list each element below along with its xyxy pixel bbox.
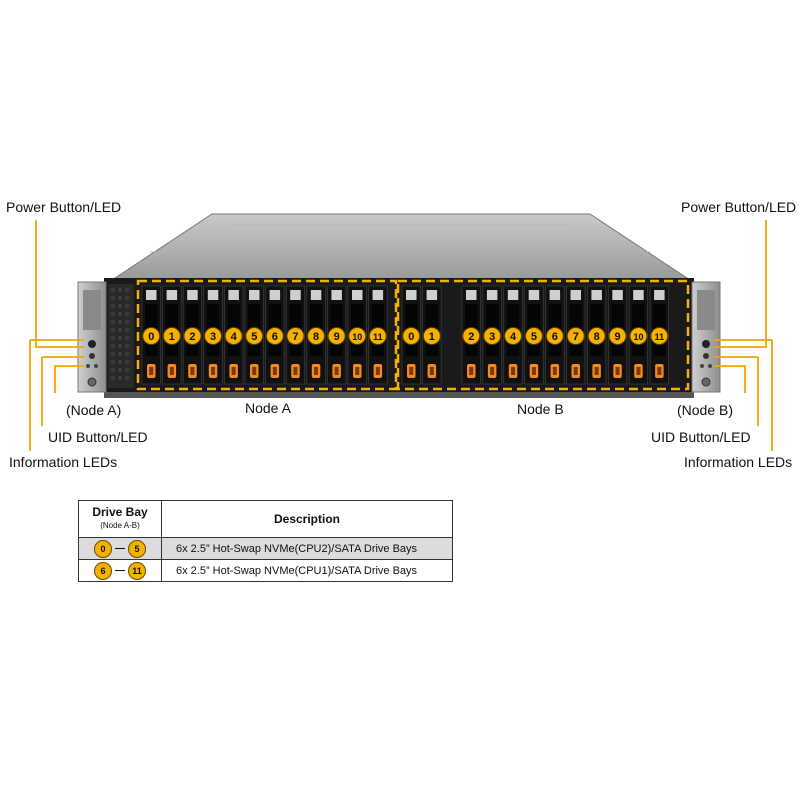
- bay-number-badge: 3: [204, 327, 223, 345]
- bay-number-badge: 11: [368, 327, 387, 345]
- table-header-description: Description: [161, 500, 453, 538]
- chassis-top-cover: [110, 213, 692, 281]
- right-uid-button-icon: [703, 353, 709, 359]
- left-rack-ear: [77, 281, 107, 393]
- bay-number-text: 1: [169, 331, 175, 343]
- bay-number-badge: 9: [608, 327, 627, 345]
- node-b-outline: [396, 279, 690, 391]
- bay-number-badge: 5: [524, 327, 543, 345]
- table-header-drive-bay: Drive Bay (Node A-B): [78, 500, 162, 538]
- description-cell: 6x 2.5” Hot-Swap NVMe(CPU1)/SATA Drive B…: [161, 559, 453, 582]
- bay-number-text: 2: [189, 331, 195, 343]
- left-power-label: Power Button/LED: [6, 199, 122, 215]
- left-power-button-icon: [88, 340, 96, 348]
- bay-badge-from: 0: [94, 539, 112, 558]
- bay-number-badge: 0: [402, 327, 421, 345]
- bay-number-text: 7: [292, 331, 298, 343]
- bay-number-badge: 5: [245, 327, 264, 345]
- description-cell: 6x 2.5” Hot-Swap NVMe(CPU2)/SATA Drive B…: [161, 537, 453, 560]
- server-chassis-illustration: 0 1 2 3 4 5 6 7 8 9 10 11 0 1 2 3 4 5 6 7 8 9 10 11: [29, 213, 773, 451]
- bay-number-badge: 1: [162, 327, 181, 345]
- bay-number-badge: 1: [422, 327, 441, 345]
- bay-number-text: 8: [594, 331, 600, 343]
- bay-number-text: 3: [210, 331, 216, 343]
- bay-number-badge: 8: [587, 327, 606, 345]
- bay-number-text: 4: [231, 331, 238, 343]
- bay-badge-to: 5: [128, 539, 146, 558]
- right-power-button-icon: [702, 340, 710, 348]
- right-info-label: Information LEDs: [684, 454, 793, 470]
- bay-number-badge: 3: [483, 327, 502, 345]
- table-row: 6 11 6x 2.5” Hot-Swap NVMe(CPU1)/SATA Dr…: [78, 559, 453, 582]
- left-leader-lines: [29, 220, 84, 451]
- left-info-label: Information LEDs: [9, 454, 118, 470]
- right-leader-lines: [714, 220, 773, 451]
- node-b-label: Node B: [517, 401, 564, 417]
- bay-number-text: 9: [614, 331, 620, 343]
- bay-number-badge: 2: [462, 327, 481, 345]
- drive-bay-table: Drive Bay (Node A-B) Description 0 5 6x …: [78, 500, 453, 582]
- bay-number-badge: 4: [224, 327, 243, 345]
- bay-number-text: 9: [334, 331, 340, 343]
- node-a-outline: [136, 279, 398, 391]
- bay-number-text: 4: [510, 331, 517, 343]
- bay-number-badge: 7: [566, 327, 585, 345]
- left-vent-grille: [108, 284, 134, 388]
- bay-number-text: 10: [633, 332, 643, 342]
- right-power-label: Power Button/LED: [681, 199, 797, 215]
- bay-badge-from: 6: [94, 561, 112, 580]
- bay-number-text: 1: [429, 331, 435, 343]
- bay-number-text: 5: [251, 331, 257, 343]
- bay-number-text: 10: [352, 332, 362, 342]
- bay-number-badge: 8: [307, 327, 326, 345]
- right-node-label: (Node B): [677, 402, 734, 418]
- left-node-label: (Node A): [66, 402, 122, 418]
- table-row: 0 5 6x 2.5” Hot-Swap NVMe(CPU2)/SATA Dri…: [78, 537, 453, 560]
- left-uid-button-icon: [89, 353, 95, 359]
- bay-number-text: 5: [531, 331, 537, 343]
- bay-number-badge: 9: [327, 327, 346, 345]
- header-drive-bay-text: Drive Bay: [92, 505, 148, 519]
- bay-number-text: 0: [148, 331, 154, 343]
- bay-number-text: 6: [552, 331, 558, 343]
- bay-number-badge: 10: [348, 327, 367, 345]
- bay-number-badge: 4: [504, 327, 523, 345]
- bay-number-text: 7: [573, 331, 579, 343]
- right-uid-label: UID Button/LED: [651, 429, 751, 445]
- bay-number-badge: 6: [545, 327, 564, 345]
- header-drive-bay-sub: (Node A-B): [100, 521, 140, 530]
- bay-number-badge: 11: [650, 327, 669, 345]
- right-rack-ear: [691, 281, 721, 393]
- bay-number-badge: 2: [183, 327, 202, 345]
- bay-range-cell: 0 5: [78, 537, 162, 560]
- left-uid-label: UID Button/LED: [48, 429, 148, 445]
- bay-number-badge: 7: [286, 327, 305, 345]
- bay-number-text: 8: [313, 331, 319, 343]
- bay-number-text: 6: [272, 331, 278, 343]
- bay-number-text: 2: [468, 331, 474, 343]
- bay-number-badges: 0 1 2 3 4 5 6 7 8 9 10 11 0 1 2 3 4 5 6 7 8 9 10 11: [142, 327, 669, 345]
- bay-number-text: 3: [489, 331, 495, 343]
- bay-number-text: 11: [373, 332, 383, 342]
- bay-badge-to: 11: [128, 561, 146, 580]
- bay-number-text: 11: [655, 332, 665, 342]
- bay-number-text: 0: [408, 331, 414, 343]
- bay-number-badge: 6: [265, 327, 284, 345]
- bay-number-badge: 10: [629, 327, 648, 345]
- bay-range-cell: 6 11: [78, 559, 162, 582]
- bay-number-badge: 0: [142, 327, 161, 345]
- node-a-label: Node A: [245, 400, 291, 416]
